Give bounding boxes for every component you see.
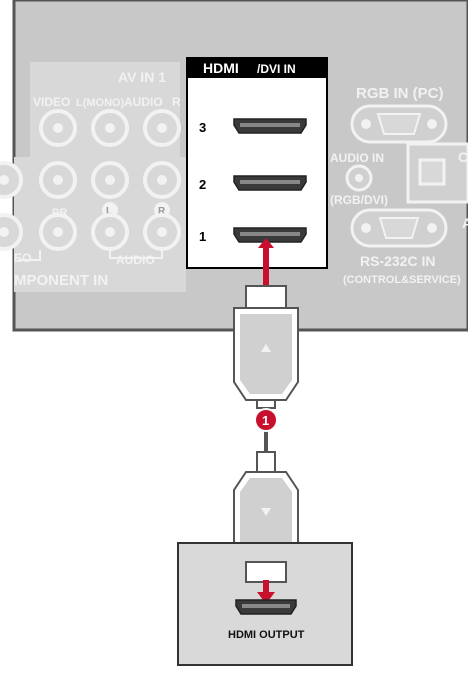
audio-label: AUDIO xyxy=(124,95,163,109)
av-in-title: AV IN 1 xyxy=(118,69,166,85)
hdmi-header-bar xyxy=(187,58,327,78)
hdmi-output-label: HDMI OUTPUT xyxy=(228,629,305,641)
insert-arrow-up xyxy=(258,238,274,286)
rgb-in-pc-label: RGB IN (PC) xyxy=(356,85,444,102)
rgb-d-sub-connector xyxy=(350,104,448,144)
rca-jack xyxy=(0,161,23,199)
audio-in-label: AUDIO IN xyxy=(330,151,384,165)
step-badge-number: 1 xyxy=(262,413,269,428)
hdmi-header-suffix: /DVI IN xyxy=(257,62,296,76)
rca-jack xyxy=(39,109,77,147)
rca-jack xyxy=(91,109,129,147)
port-number-1: 1 xyxy=(199,229,206,244)
hdmi-port-1 xyxy=(233,227,307,243)
component-in-label: MPONENT IN xyxy=(14,272,108,289)
audio-sub-label: AUDIO xyxy=(116,253,155,267)
rca-jack xyxy=(39,161,77,199)
video-bracket xyxy=(18,250,41,261)
arrow-up-icon xyxy=(261,344,271,352)
hdmi-output-port xyxy=(235,599,297,615)
hdmi-dvi-in-panel: HDMI /DVI IN 3 2 1 xyxy=(186,57,328,269)
l-label: L xyxy=(106,206,112,217)
hdmi-port-2 xyxy=(233,175,307,191)
rs232c-label: RS-232C IN xyxy=(360,253,435,269)
port-number-3: 3 xyxy=(199,120,206,135)
port-number-2: 2 xyxy=(199,177,206,192)
rca-jack xyxy=(143,213,181,251)
hdmi-port-3 xyxy=(233,118,307,134)
r-label: R xyxy=(172,95,181,109)
hdmi-plug-lower xyxy=(233,451,299,563)
hdmi-logo: HDMI xyxy=(203,60,239,76)
audio-in-jack xyxy=(345,164,373,192)
control-service-label: (CONTROL&SERVICE) xyxy=(343,274,461,286)
hdmi-plug-upper xyxy=(233,285,299,409)
video-label: VIDEO xyxy=(33,95,70,109)
cut-c-label: C xyxy=(458,149,468,165)
rca-jack xyxy=(39,213,77,251)
optical-port xyxy=(406,142,468,204)
cut-a-label: A xyxy=(462,215,468,231)
rca-jack xyxy=(0,213,23,251)
rs232c-connector xyxy=(350,208,448,248)
tv-rear-panel: AV IN 1 VIDEO L(MONO) AUDIO R PR L R EO … xyxy=(0,0,468,332)
l-mono-label: L(MONO) xyxy=(76,97,125,109)
rca-jack xyxy=(143,161,181,199)
step-badge: 1 xyxy=(254,408,278,432)
arrow-down-icon xyxy=(261,508,271,516)
insert-arrow-down xyxy=(257,580,275,604)
video-cut-label: EO xyxy=(14,251,31,265)
r-small-label: R xyxy=(158,206,166,217)
rca-jack xyxy=(91,213,129,251)
source-device: HDMI OUTPUT xyxy=(177,542,353,666)
rca-jack xyxy=(143,109,181,147)
rgb-dvi-label: (RGB/DVI) xyxy=(330,193,388,207)
rca-jack xyxy=(91,161,129,199)
rca-jacks xyxy=(0,109,181,251)
plug-tip xyxy=(245,561,287,583)
audio-bracket xyxy=(109,250,163,259)
